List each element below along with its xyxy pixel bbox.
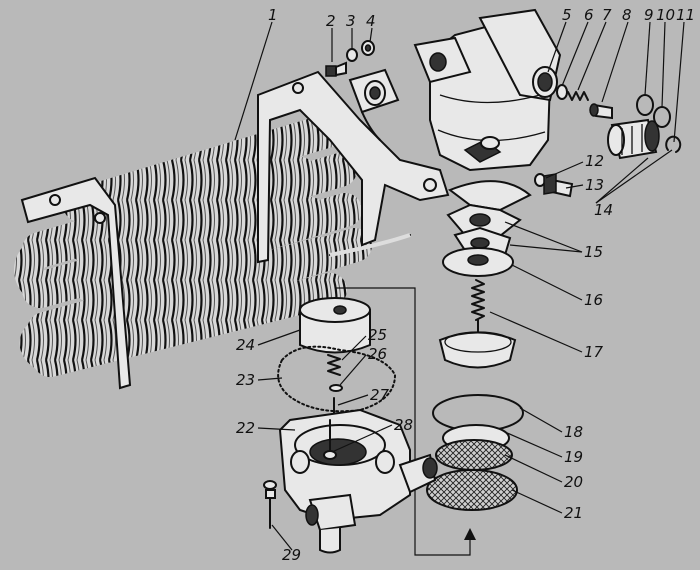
callout-6: 6: [584, 6, 594, 24]
callout-19: 19: [564, 448, 583, 466]
callout-5: 5: [562, 6, 572, 24]
callout-27: 27: [370, 386, 390, 404]
callout-20: 20: [564, 473, 583, 491]
screen-20: [435, 439, 513, 471]
assembly-bracket-line: [335, 287, 471, 556]
callout-4: 4: [366, 12, 376, 30]
callout-17: 17: [584, 343, 604, 361]
callout-15: 15: [584, 243, 603, 261]
callout-11: 11: [676, 6, 695, 24]
callout-29: 29: [282, 546, 301, 564]
coil-row: [27, 237, 338, 348]
coil-bend: [19, 317, 58, 374]
leader-lines: [234, 21, 685, 551]
callout-14: 14: [594, 201, 613, 219]
diaphragm-15: [446, 180, 532, 260]
callout-8: 8: [622, 6, 632, 24]
spring-stem-17: [438, 279, 517, 369]
cartridge-14: [607, 118, 660, 160]
cover-24: [299, 297, 371, 354]
callout-18: 18: [564, 423, 583, 441]
callout-9: 9: [644, 6, 654, 24]
pump-body-22: [278, 408, 438, 554]
ring-9: [636, 94, 654, 116]
callout-24: 24: [236, 336, 255, 354]
callout-28: 28: [394, 416, 413, 434]
callout-labels: 1 2 3 4 5 6 7 8 9 10 11 12 13 14 15 16 1…: [236, 6, 695, 564]
gasket-23: [277, 345, 396, 413]
callout-1: 1: [268, 6, 278, 24]
callout-22: 22: [236, 419, 255, 437]
callout-25: 25: [368, 326, 387, 344]
bolt-29: [263, 480, 277, 529]
washer-26: [329, 384, 343, 392]
coil-bend: [14, 238, 51, 302]
coil-heat-exchanger: [14, 68, 450, 390]
callout-23: 23: [236, 371, 255, 389]
washer-3: [346, 48, 358, 62]
bolt-13: [543, 173, 574, 198]
arrow-up-icon: [464, 528, 476, 540]
coil-row: [63, 113, 347, 222]
spring-7: [567, 91, 589, 101]
snap-ring-11: [665, 135, 682, 153]
rear-bracket: [257, 70, 450, 264]
front-bracket: [20, 176, 132, 390]
valve-8: [589, 103, 613, 120]
callout-26: 26: [368, 345, 387, 363]
spring-25: [327, 354, 341, 376]
bolt-2: [325, 61, 347, 77]
filter-21: [426, 469, 518, 511]
seat-28: [323, 450, 337, 460]
callout-3: 3: [346, 12, 356, 30]
callout-7: 7: [602, 6, 612, 24]
callout-16: 16: [584, 291, 603, 309]
callout-13: 13: [585, 176, 604, 194]
ring-6: [556, 84, 568, 100]
callout-10: 10: [656, 6, 675, 24]
callout-12: 12: [585, 152, 604, 170]
callout-21: 21: [564, 504, 583, 522]
coil-row: [33, 273, 347, 377]
valve-housing: [413, 8, 562, 172]
inlet-flange: [348, 68, 400, 141]
coil-row: [22, 157, 318, 268]
callout-2: 2: [326, 12, 336, 30]
